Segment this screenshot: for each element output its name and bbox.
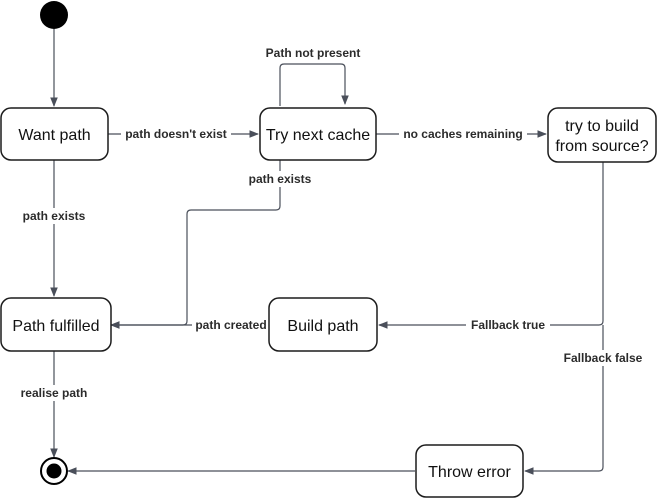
label-path-created: path created (192, 317, 270, 333)
svg-text:path doesn't exist: path doesn't exist (125, 127, 227, 141)
label-realise-path: realise path (16, 385, 92, 401)
state-path-fulfilled: Path fulfilled (0, 297, 112, 352)
svg-text:try to build: try to build (565, 118, 639, 135)
label-fallback-false: Fallback false (558, 350, 648, 366)
state-want-path: Want path (0, 107, 109, 161)
svg-text:no caches remaining: no caches remaining (403, 127, 522, 141)
svg-text:Throw error: Throw error (428, 464, 511, 481)
state-try-next-cache: Try next cache (259, 107, 377, 161)
final-state-node (40, 457, 68, 485)
svg-text:Try next cache: Try next cache (266, 127, 370, 144)
svg-text:Fallback false: Fallback false (564, 351, 643, 365)
state-try-to-build-from-source: try to build from source? (547, 107, 657, 163)
svg-text:Path fulfilled: Path fulfilled (12, 318, 99, 335)
label-path-exists-want: path exists (18, 208, 90, 224)
svg-text:realise path: realise path (21, 386, 88, 400)
label-fallback-true: Fallback true (466, 317, 550, 333)
svg-text:Want path: Want path (18, 127, 90, 144)
state-throw-error: Throw error (415, 444, 524, 498)
label-no-caches-remaining: no caches remaining (399, 126, 527, 142)
svg-text:from source?: from source? (555, 138, 648, 155)
edge-try-next-cache-to-path-fulfilled (110, 160, 281, 329)
state-build-path: Build path (268, 297, 378, 352)
svg-text:Fallback true: Fallback true (471, 318, 545, 332)
edge-try-next-cache-self-loop (279, 63, 349, 106)
svg-text:Path not present: Path not present (266, 46, 361, 60)
label-path-not-present: Path not present (262, 45, 364, 61)
initial-state-node (40, 1, 68, 29)
svg-text:Build path: Build path (287, 318, 358, 335)
svg-text:path exists: path exists (23, 209, 86, 223)
label-path-exists-cache: path exists (244, 171, 316, 187)
svg-text:path created: path created (195, 318, 266, 332)
edge-try-build-to-build-path (378, 162, 604, 329)
edge-try-build-to-throw-error (524, 325, 604, 475)
label-path-doesnt-exist: path doesn't exist (121, 126, 231, 142)
svg-text:path exists: path exists (249, 172, 312, 186)
